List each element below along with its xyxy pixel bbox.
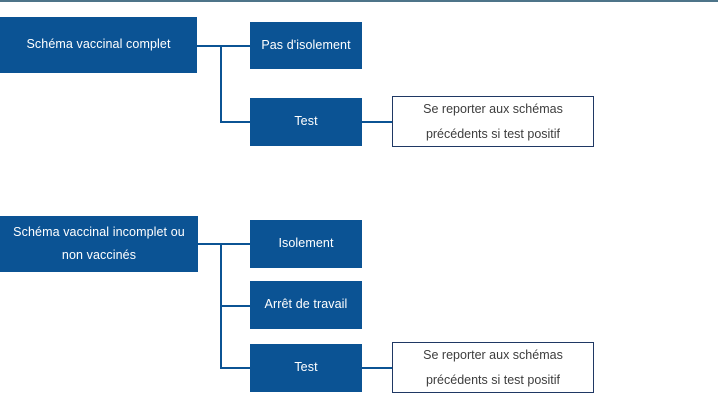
callout-top-line-2: précédents si test positif <box>425 126 561 141</box>
connector-bottom-branch-2 <box>220 305 251 307</box>
connector-top-branch-2 <box>220 121 251 123</box>
node-arret-de-travail-label: Arrêt de travail <box>264 297 348 312</box>
node-schema-vaccinal-incomplet[interactable]: Schéma vaccinal incomplet ou non vacciné… <box>0 216 198 272</box>
node-isolement[interactable]: Isolement <box>250 220 362 268</box>
callout-bottom-text: Se reporter aux schémas précédents si te… <box>423 343 563 392</box>
node-schema-vaccinal-complet-label: Schéma vaccinal complet <box>26 37 171 52</box>
node-schema-vaccinal-complet[interactable]: Schéma vaccinal complet <box>0 17 197 73</box>
node-arret-de-travail[interactable]: Arrêt de travail <box>250 281 362 329</box>
node-pas-isolement[interactable]: Pas d'isolement <box>250 22 362 69</box>
node-schema-vaccinal-incomplet-text: Schéma vaccinal incomplet ou non vacciné… <box>6 221 192 267</box>
connector-bottom-test-to-callout <box>362 367 393 369</box>
callout-bottom-line-2: précédents si test positif <box>425 372 561 387</box>
connector-bottom-root-stem <box>198 243 222 245</box>
node-schema-vaccinal-incomplet-line-2: non vaccinés <box>61 248 137 262</box>
connector-top-branch-1 <box>220 45 251 47</box>
connector-top-trunk <box>220 45 222 123</box>
node-pas-isolement-label: Pas d'isolement <box>261 37 351 52</box>
callout-top-test-positive: Se reporter aux schémas précédents si te… <box>392 96 594 147</box>
connector-bottom-branch-3 <box>220 367 251 369</box>
node-test-top-label: Test <box>294 114 318 129</box>
callout-top-line-1: Se reporter aux schémas <box>423 102 563 117</box>
callout-top-text: Se reporter aux schémas précédents si te… <box>423 97 563 146</box>
callout-bottom-line-1: Se reporter aux schémas <box>423 348 563 363</box>
connector-top-root-stem <box>197 45 222 47</box>
node-isolement-label: Isolement <box>278 236 334 251</box>
node-test-bottom-label: Test <box>294 360 318 375</box>
connector-top-test-to-callout <box>362 121 393 123</box>
node-schema-vaccinal-incomplet-line-1: Schéma vaccinal incomplet ou <box>13 224 185 239</box>
top-divider-rule <box>0 0 718 2</box>
node-test-top[interactable]: Test <box>250 98 362 146</box>
connector-bottom-branch-1 <box>220 243 251 245</box>
callout-bottom-test-positive: Se reporter aux schémas précédents si te… <box>392 342 594 393</box>
node-test-bottom[interactable]: Test <box>250 344 362 392</box>
